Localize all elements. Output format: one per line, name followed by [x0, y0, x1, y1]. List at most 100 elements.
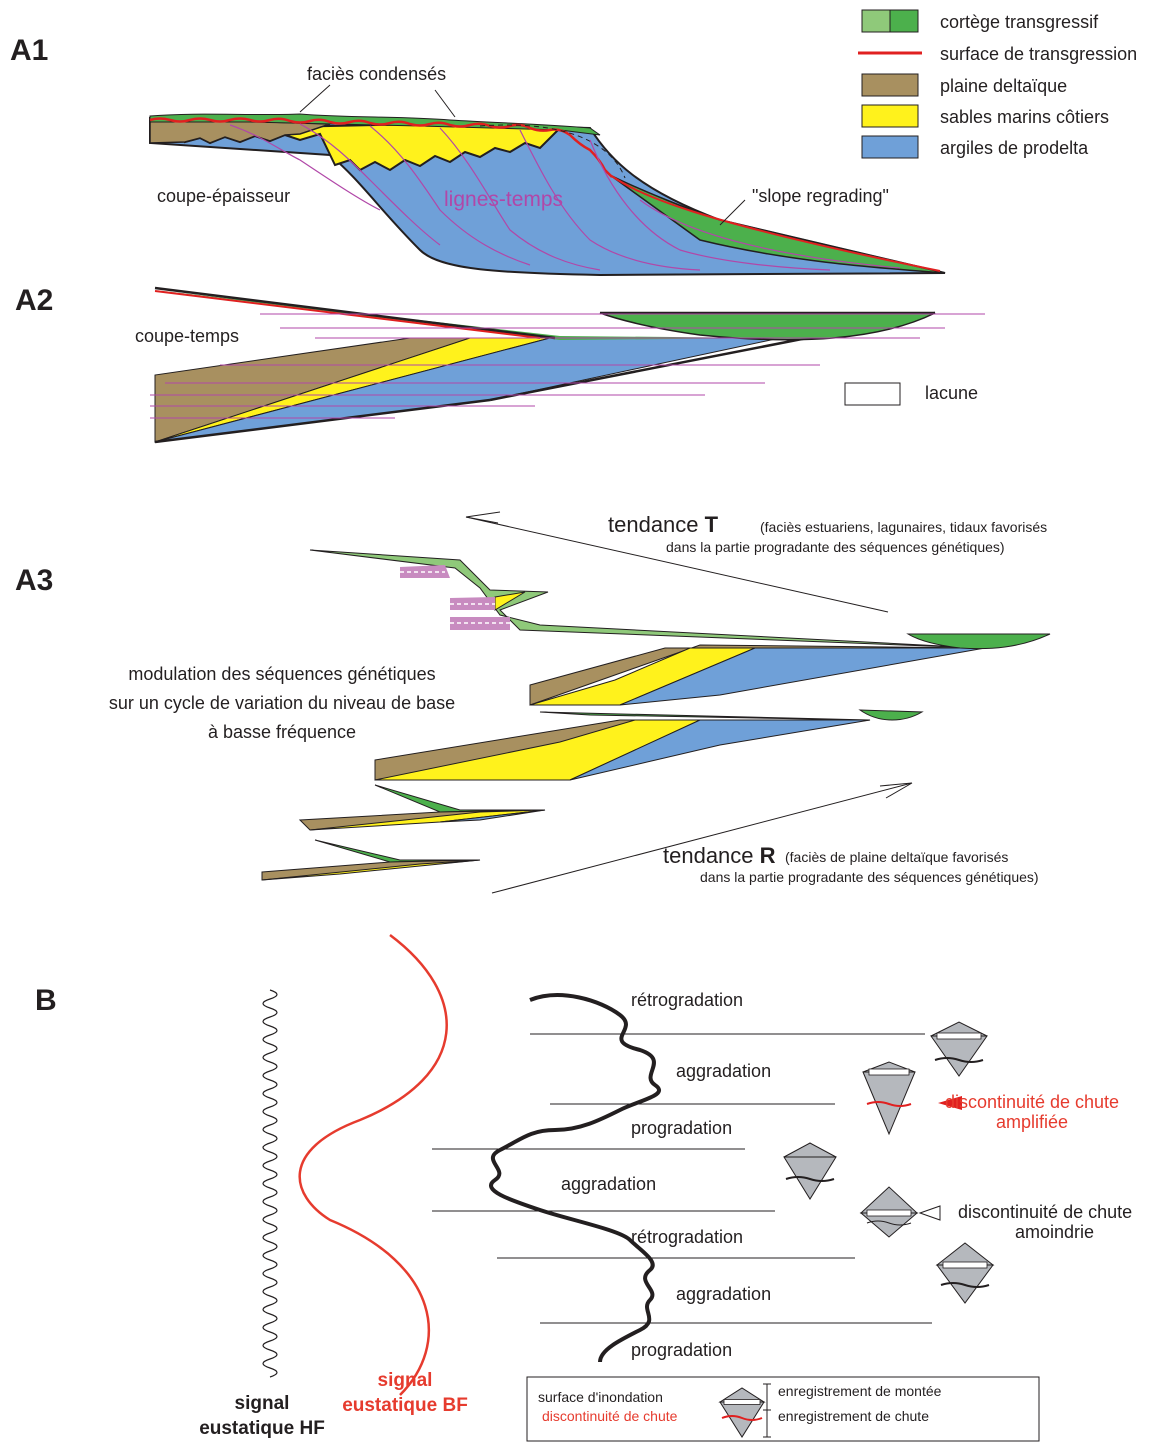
b-stack-label-2: aggradation: [676, 1061, 771, 1081]
b-stack-label-5: rétrogradation: [631, 1227, 743, 1247]
b-stack-label-4: aggradation: [561, 1174, 656, 1194]
b-symbol-fall: [859, 1212, 919, 1238]
trend-r-label-letter: R: [760, 843, 776, 868]
panel-label-a2: A2: [15, 284, 53, 317]
a1-timelines-label: lignes-temps: [444, 188, 563, 211]
b-symbol-flooding: [866, 1209, 912, 1217]
trend-t-label-word: tendance: [608, 512, 699, 537]
a1-condensed-facies-label: faciès condensés: [307, 64, 446, 84]
b-symbol-rise: [859, 1186, 919, 1214]
legend-label-prodelta-clays: argiles de prodelta: [940, 138, 1089, 158]
panel-a2-time-section: coupe-temps lacune: [135, 286, 985, 444]
a1-timelines: [229, 123, 901, 271]
a3-cycle-transgressive-5: [314, 839, 481, 863]
b-symbol-aggradation-middle: [783, 1142, 837, 1200]
a3-cycle-clays-3: [569, 719, 871, 781]
a1-timeline: [229, 124, 381, 211]
a3-cycle-plain-2: [529, 644, 986, 706]
bf-signal-label-1: signal: [378, 1370, 433, 1391]
a1-leader-condensed-2: [434, 89, 456, 118]
panel-label-a3: A3: [15, 564, 53, 597]
b-symbol-aggradation-upper: [930, 1021, 988, 1077]
legend-swatch-transgressive-light: [861, 9, 891, 33]
a2-base-line: [154, 398, 491, 444]
a1-slope-regrading-label: "slope regrading": [752, 186, 889, 206]
b-symbol-aggradation-lower: [935, 1242, 995, 1304]
b-symbol-fall: [930, 1035, 988, 1077]
a1-timeline: [439, 127, 601, 271]
b-stack-label-6: aggradation: [676, 1284, 771, 1304]
legend-swatch-coastal-sands: [861, 104, 919, 128]
key-flooding-surface-label: surface d'inondation: [538, 1389, 663, 1405]
a1-transgression-surface-slope: [609, 174, 941, 272]
a3-cycle-lens-2: [906, 633, 1051, 650]
b-reduced-label-2: amoindrie: [1015, 1222, 1094, 1242]
b-symbol-reduced: [859, 1186, 919, 1238]
b-symbols: discontinuité de chute amplifiée discont…: [783, 1021, 1132, 1304]
a3-cycle-sands-5: [261, 859, 481, 881]
b-symbol-discontinuity: [940, 1282, 990, 1288]
a1-timeline: [589, 139, 831, 271]
key-symbol: [718, 1387, 766, 1438]
panel-a1-thickness-section: faciès condensés coupe-épaisseur lignes-…: [149, 64, 946, 277]
trend-r-arrow-shaft: [491, 782, 913, 894]
trend-r-note-line1: (faciès de plaine deltaïque favorisés: [785, 849, 1008, 865]
a2-timelines: [150, 313, 985, 419]
legend-label-transgression-surface: surface de transgression: [940, 44, 1137, 64]
b-symbol-flooding: [942, 1261, 988, 1269]
a3-cycle-sands-3: [374, 719, 701, 781]
key-symbol-flooding: [723, 1399, 761, 1405]
a3-estuarine-dashes: [400, 571, 510, 624]
legend-label-deltaic-plain: plaine deltaïque: [940, 76, 1067, 96]
a2-top-boundary: [154, 286, 556, 340]
trend-t-arrow-shaft: [465, 516, 889, 613]
trend-r-label: tendance R: [663, 843, 776, 868]
a1-thickness-section-label: coupe-épaisseur: [157, 186, 290, 206]
b-symbol-flooding: [868, 1068, 910, 1076]
trend-t-note-line1: (faciès estuariens, lagunaires, tidaux f…: [760, 519, 1047, 535]
bf-signal-label-2: eustatique BF: [342, 1395, 468, 1416]
b-symbol-amplified: [862, 1061, 916, 1136]
trend-r-note-line2: dans la partie progradante des séquences…: [700, 869, 1039, 885]
key-rise-record-label: enregistrement de montée: [778, 1383, 942, 1399]
b-sequence-boundaries: [432, 1033, 932, 1324]
b-amplified-arrow: [938, 1096, 962, 1110]
a3-cycle-transgressive-3: [539, 711, 871, 721]
key-brackets: [763, 1383, 771, 1438]
legend-swatch-deltaic-plain: [861, 73, 919, 97]
a3-cycle-transgressive-1: [309, 549, 981, 649]
trend-t-arrowhead: [465, 511, 501, 524]
b-stack-label-7: progradation: [631, 1340, 732, 1360]
bf-eustatic-signal: [298, 934, 448, 1396]
hf-signal-label-1: signal: [235, 1393, 290, 1414]
hf-eustatic-signal: [262, 989, 278, 1378]
b-symbol-discontinuity: [785, 1176, 835, 1182]
a1-eroded-profile: [479, 124, 626, 179]
panel-label-b: B: [35, 984, 57, 1017]
trend-r-label-word: tendance: [663, 843, 754, 868]
panel-label-a1: A1: [10, 34, 48, 67]
hf-signal-label-2: eustatique HF: [199, 1418, 325, 1439]
b-reduced-label-1: discontinuité de chute: [958, 1202, 1132, 1222]
symbol-key-box: [526, 1376, 1040, 1442]
legend-label-transgressive: cortège transgressif: [940, 12, 1099, 32]
a1-timeline: [639, 199, 901, 269]
b-symbol-discontinuity: [866, 1220, 912, 1226]
b-stack-label-3: progradation: [631, 1118, 732, 1138]
a3-cycle-clays-4: [439, 809, 546, 823]
key-symbol-discontinuity: [721, 1415, 763, 1421]
b-symbol-discontinuity: [866, 1101, 912, 1107]
legend-label-coastal-sands: sables marins côtiers: [940, 107, 1109, 127]
trend-t-note-line2: dans la partie progradante des séquences…: [666, 539, 1005, 555]
b-stack-label-1: rétrogradation: [631, 990, 743, 1010]
a3-cycle-lens-3: [858, 709, 924, 721]
legend-swatch-transgressive: [889, 9, 919, 33]
legend: cortège transgressif surface de transgre…: [858, 9, 1137, 159]
modulation-line1: modulation des séquences génétiques: [128, 664, 435, 684]
legend-swatch-lacuna: [844, 382, 901, 406]
a1-slope-regrading-wedge: [609, 174, 946, 274]
a2-time-section-label: coupe-temps: [135, 326, 239, 346]
a1-timeline: [369, 125, 531, 266]
modulation-line2: sur un cycle de variation du niveau de b…: [109, 693, 455, 713]
